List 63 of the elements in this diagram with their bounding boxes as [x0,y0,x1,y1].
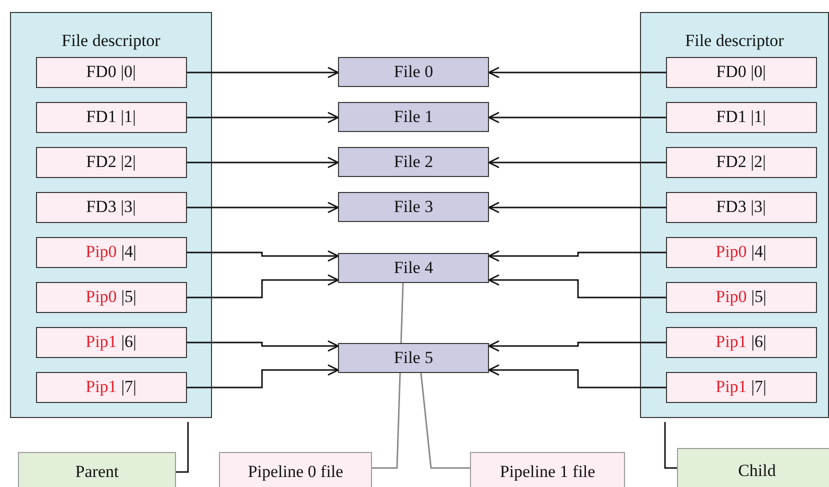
descriptor-label: FD1 |1| [86,107,136,127]
arrow [488,112,666,124]
descriptor-label: FD2 |2| [716,152,766,172]
descriptor-box [666,282,816,312]
descriptor-label: FD1 |1| [716,107,766,127]
descriptor-label: FD2 |2| [86,152,136,172]
descriptor-label: FD0 |0| [86,62,136,82]
arrow [488,364,666,388]
arrow [187,364,339,388]
descriptor-label: Pip0 |4| [86,242,136,262]
arrow [187,202,339,214]
descriptor-box [666,146,816,178]
descriptor-label: Pip1 |7| [716,377,766,397]
process-panel [640,12,829,418]
file-box: File 0 [338,57,489,87]
descriptor-box [36,102,186,132]
note-box: Pipeline 1 file [470,452,625,487]
descriptor-label: Pip1 |6| [716,332,766,352]
arrow [187,340,339,352]
arrow [488,202,666,214]
arrow [488,66,666,78]
arrow [187,66,339,78]
descriptor-label: Pip0 |4| [716,242,766,262]
descriptor-label: FD0 |0| [716,62,766,82]
panel-title: File descriptor [684,31,785,51]
descriptor-box [666,192,816,222]
file-box: File 1 [338,102,489,132]
descriptor-label: Pip1 |7| [86,377,136,397]
descriptor-box [36,236,186,268]
descriptor-box [36,56,186,88]
note-box: Parent [18,452,176,487]
file-box: File 3 [338,192,489,222]
panel-title: File descriptor [60,31,162,51]
descriptor-box [36,192,186,222]
descriptor-box [666,236,816,268]
descriptor-label: Pip1 |6| [86,332,136,352]
descriptor-label: FD3 |3| [86,197,136,217]
descriptor-label: FD3 |3| [716,197,766,217]
arrow [488,250,666,262]
descriptor-box [36,326,186,358]
process-panel [10,12,212,418]
file-box: File 4 [338,253,489,283]
file-box: File 2 [338,147,489,177]
descriptor-box [36,372,186,402]
descriptor-label: Pip0 |5| [86,287,136,307]
arrow [187,274,339,298]
descriptor-box [666,102,816,132]
arrow [488,274,666,298]
arrow [187,112,339,124]
descriptor-label: Pip0 |5| [716,287,766,307]
file-box: File 5 [338,343,489,373]
leader-line [420,372,470,469]
descriptor-box [666,326,816,358]
note-box: Pipeline 0 file [219,452,372,487]
arrow [488,156,666,168]
arrow [187,250,339,262]
arrow [488,340,666,352]
descriptor-box [666,56,816,88]
descriptor-box [666,372,816,402]
descriptor-box [36,146,186,178]
arrow [187,156,339,168]
descriptor-box [36,282,186,312]
note-box: Child [677,448,829,487]
